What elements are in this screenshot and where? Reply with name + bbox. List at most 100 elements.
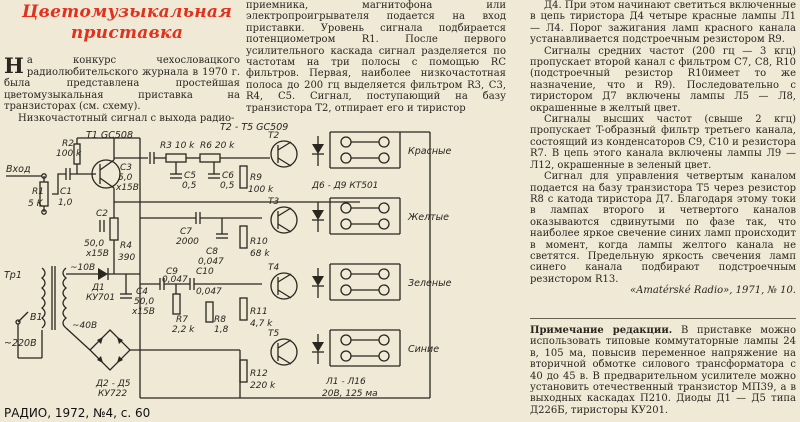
c3-label: C3: [120, 163, 132, 173]
paragraph: Д4. При этом начинают светиться включенн…: [530, 0, 796, 46]
d2-label: Д2 - Д5: [95, 379, 131, 389]
c8-value: 0,047: [198, 257, 224, 267]
transistor-t3: [270, 206, 298, 234]
r4-value: 390: [118, 253, 135, 263]
d2-type: КУ722: [98, 389, 127, 399]
r6-label: R6 20 k: [200, 141, 235, 151]
middle-column-text: приемника, магнитофона или электропроигр…: [246, 0, 506, 114]
note-heading: Примечание редакции.: [530, 325, 673, 336]
lead-para2: Низкочастотный сигнал с выхода радио-: [18, 112, 235, 124]
transistor-t5: [270, 338, 298, 366]
bridge-diode-mark: [97, 337, 103, 344]
thyristor-d7: [312, 202, 324, 232]
c8-label: C8: [206, 247, 218, 257]
transistor-t1: [91, 159, 121, 189]
c7-value: 2000: [176, 237, 199, 247]
d1-type: КУ701: [86, 293, 115, 303]
t2-label: T2: [268, 131, 279, 141]
source-citation: «Amatérské Radio», 1971, № 10.: [630, 285, 796, 297]
circuit-schematic: T2 - T5 GC509 Вход R1 5 K C1 1,0 R2 100 …: [4, 122, 452, 399]
r7-value: 2,2 k: [172, 325, 195, 335]
t4-label: T4: [268, 263, 279, 273]
right-column: Д4. При этом начинают светиться включенн…: [530, 0, 796, 304]
c5-value: 0,5: [182, 181, 197, 191]
bridge-diode-mark: [117, 356, 123, 363]
r10-label: R10: [250, 237, 268, 247]
resistor-r12: [239, 359, 248, 383]
resistor-r3: [165, 153, 187, 163]
t5-label: T5: [268, 329, 279, 339]
r2-value: 100 k: [56, 149, 82, 159]
paragraph: Сигналы средних частот (200 гц — 3 кгц) …: [530, 45, 796, 114]
thyristor-d9: [312, 334, 324, 364]
c10-label: C10: [196, 267, 214, 277]
mains-label: ~220В: [4, 338, 37, 349]
wire: [65, 327, 91, 351]
transistor-t4: [270, 272, 298, 300]
t1-collector: [99, 159, 115, 171]
transformer-secondary: [62, 267, 68, 329]
c1-label: C1: [60, 187, 72, 197]
note-text: В приставке можно использовать типовые к…: [530, 325, 796, 416]
c2-unit: x15B: [85, 249, 109, 259]
resistor-r6: [199, 153, 221, 163]
resistor-r8: [205, 301, 214, 323]
r8-label: R8: [214, 315, 226, 325]
r12-label: R12: [250, 369, 268, 379]
page-caption: РАДИО, 1972, №4, с. 60: [2, 406, 153, 420]
r4-label: R4: [120, 241, 132, 251]
divider: [530, 318, 796, 319]
c9-value: 0,047: [162, 275, 188, 285]
input-label: Вход: [6, 164, 31, 175]
b1-label: B1: [30, 312, 43, 323]
c9-label: C9: [166, 267, 178, 277]
lamp-group-blue: [329, 329, 401, 367]
switch-b1: [17, 311, 29, 323]
transformer-primary: [40, 267, 46, 329]
lamps-range: Л1 - Л16: [325, 377, 366, 387]
resistor-r9: [239, 165, 248, 189]
paragraph: Сигналы высших частот (свыше 2 кгц) проп…: [530, 114, 796, 171]
v40-label: ~40В: [72, 321, 97, 331]
channel-label-yellow: Желтые: [407, 212, 449, 223]
r1-value: 5 K: [28, 199, 44, 209]
lamp-group-green: [329, 263, 401, 301]
resistor-r7: [172, 293, 181, 315]
r3-label: R3 10 k: [160, 141, 195, 151]
transistor-series-label: T2 - T5 GC509: [220, 122, 288, 133]
c2-label: C2: [96, 209, 108, 219]
r2-label: R2: [62, 139, 74, 149]
c7-label: C7: [180, 227, 192, 237]
c6-label: C6: [222, 171, 234, 181]
resistor-r11: [239, 297, 248, 321]
paragraph: Сигнал для управления четвертым каналом …: [530, 171, 796, 285]
diode-bridge: [89, 329, 131, 371]
d1-label: Д1: [91, 283, 105, 293]
c5-label: C5: [184, 171, 196, 181]
t1-emitter: [99, 177, 115, 189]
r10-value: 68 k: [250, 249, 270, 259]
thyristor-d8: [312, 268, 324, 298]
lead-text: а конкурс чехословацкого радиолюбительск…: [4, 55, 240, 113]
editor-note: Примечание редакции. В приставке можно и…: [530, 325, 796, 416]
transformer-label: Тр1: [4, 270, 22, 281]
v10-label: ~10В: [70, 263, 95, 273]
t1-label: T1 GC508: [86, 130, 133, 141]
dropcap: Н: [4, 53, 24, 78]
thyristor-series-label: Д6 - Д9 КТ501: [311, 181, 378, 191]
c3-value: 5,0: [118, 173, 133, 183]
channel-label-blue: Синие: [408, 344, 439, 355]
c3-unit: x15B: [115, 183, 139, 193]
resistor-r4: [109, 217, 119, 241]
diode-d1: [98, 268, 108, 280]
r11-value: 4,7 k: [250, 319, 273, 329]
c2-value: 50,0: [84, 239, 104, 249]
c4-unit: x15B: [131, 307, 155, 317]
lead-paragraph: Н а конкурс чехословацкого радиолюбитель…: [4, 55, 240, 125]
r8-value: 1,8: [214, 325, 229, 335]
r11-label: R11: [250, 307, 268, 317]
r9-value: 100 k: [248, 185, 274, 195]
lamps-spec: 20В, 125 ма: [322, 389, 378, 399]
t3-label: T3: [268, 197, 279, 207]
